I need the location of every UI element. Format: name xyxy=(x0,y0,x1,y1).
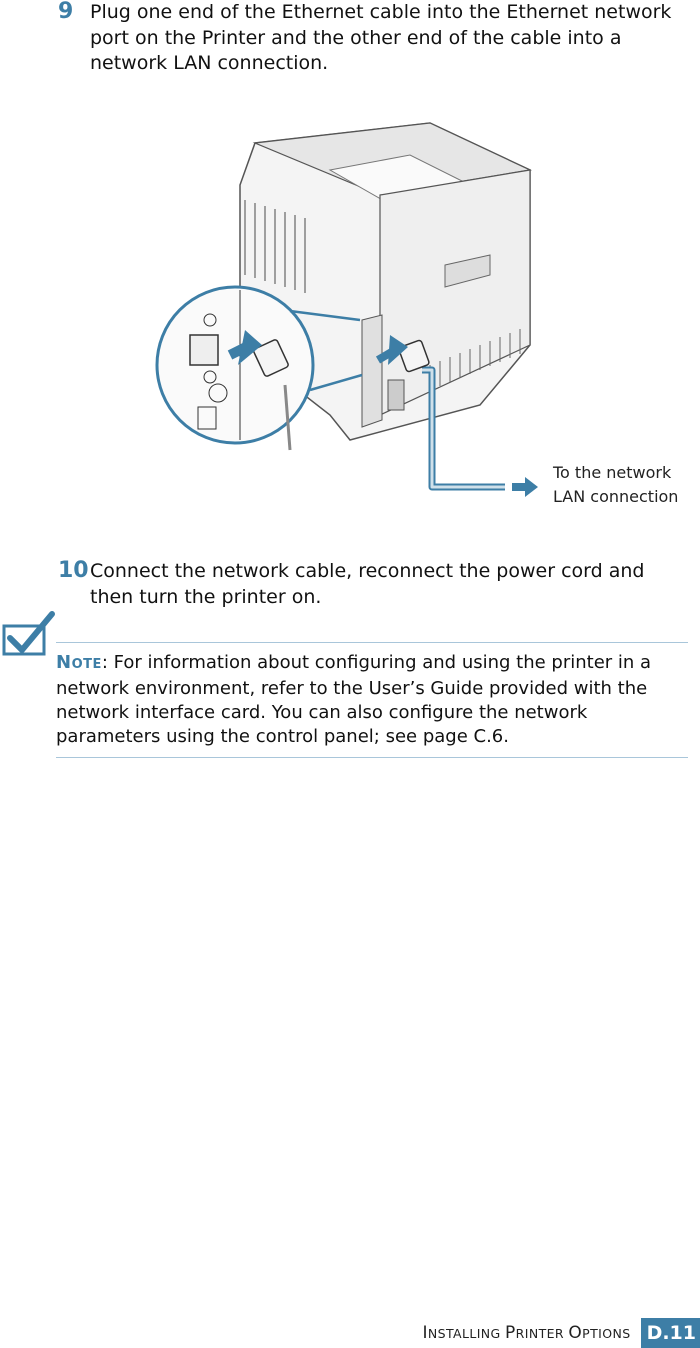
note-text: : For information about configuring and … xyxy=(56,652,652,747)
title-part: I xyxy=(422,1323,428,1343)
page-number-badge: D.11 xyxy=(640,1318,700,1348)
callout-line-1: To the network xyxy=(553,463,672,482)
checkmark-note-icon xyxy=(2,611,55,656)
callout-line-2: LAN connection xyxy=(553,487,679,506)
network-callout: To the network LAN connection xyxy=(553,461,678,509)
note-box: NOTE: For information about configuring … xyxy=(56,642,688,758)
step-text: Connect the network cable, reconnect the… xyxy=(90,560,645,608)
title-part: O xyxy=(568,1323,583,1343)
step-number: 10 xyxy=(58,558,89,583)
title-part: P xyxy=(505,1323,516,1343)
note-label-rest: OTE xyxy=(71,657,102,672)
title-part: NSTALLING xyxy=(427,1326,506,1341)
step-number: 9 xyxy=(58,0,74,24)
page-footer: INSTALLING PRINTER OPTIONS D.11 xyxy=(422,1318,700,1348)
printer-ethernet-illustration xyxy=(155,122,538,497)
note-label-initial: N xyxy=(56,652,72,673)
title-part: PTIONS xyxy=(582,1326,631,1341)
chapter-title: INSTALLING PRINTER OPTIONS xyxy=(422,1323,630,1343)
title-part: RINTER xyxy=(515,1326,569,1341)
note-label: NOTE xyxy=(56,652,102,673)
step-text: Plug one end of the Ethernet cable into … xyxy=(90,1,672,74)
